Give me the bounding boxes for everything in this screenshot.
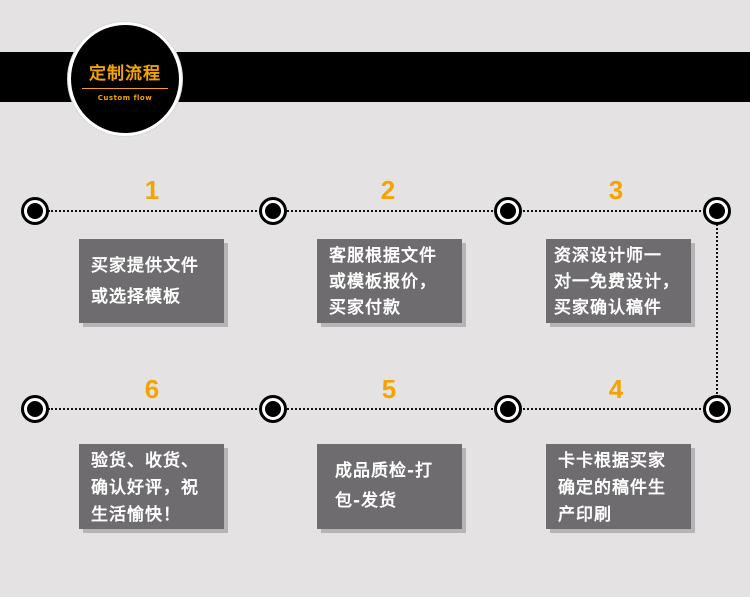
step-box-3: 资深设计师一 对一免费设计， 买家确认稿件 <box>546 239 691 323</box>
step-text-line: 包-发货 <box>335 491 398 511</box>
step-box-6: 验货、收货、 确认好评，祝 生活愉快！ <box>79 444 224 529</box>
step-node <box>703 197 731 225</box>
title-badge: 定制流程 Custom flow <box>68 22 182 136</box>
step-node <box>494 395 522 423</box>
step-text-line: 产印刷 <box>558 505 612 525</box>
step-text-line: 买家付款 <box>329 298 401 318</box>
step-text-line: 成品质检-打 <box>335 461 434 481</box>
step-number-4: 4 <box>608 374 624 404</box>
step-node <box>21 395 49 423</box>
step-number-5: 5 <box>381 374 397 404</box>
step-node <box>494 197 522 225</box>
step-text-line: 验货、收货、 <box>91 451 199 471</box>
step-text-line: 确认好评，祝 <box>91 478 199 498</box>
step-box-2: 客服根据文件 或模板报价， 买家付款 <box>317 239 462 323</box>
step-number-2: 2 <box>380 175 396 205</box>
step-number-3: 3 <box>608 175 624 205</box>
step-text-line: 生活愉快！ <box>91 505 181 525</box>
step-box-4: 卡卡根据买家 确定的稿件生 产印刷 <box>546 444 691 529</box>
step-text-line: 买家确认稿件 <box>554 298 662 318</box>
step-box-5: 成品质检-打 包-发货 <box>317 444 462 529</box>
step-box-1: 买家提供文件 或选择模板 <box>79 239 224 323</box>
step-text-line: 客服根据文件 <box>329 246 437 266</box>
step-node <box>259 197 287 225</box>
step-text-line: 或模板报价， <box>329 272 437 292</box>
connector-line <box>716 224 718 394</box>
step-text-line: 卡卡根据买家 <box>558 451 666 471</box>
page-title: 定制流程 <box>82 59 168 89</box>
connector-line <box>48 210 708 212</box>
step-number-6: 6 <box>144 374 160 404</box>
page-subtitle: Custom flow <box>97 93 153 102</box>
step-text-line: 确定的稿件生 <box>558 478 666 498</box>
step-text-line: 买家提供文件 <box>91 256 199 276</box>
step-node <box>21 197 49 225</box>
step-text-line: 或选择模板 <box>91 287 181 307</box>
step-text-line: 资深设计师一 <box>554 246 662 266</box>
step-node <box>259 395 287 423</box>
step-text-line: 对一免费设计， <box>554 272 680 292</box>
connector-line <box>48 408 708 410</box>
step-number-1: 1 <box>144 175 160 205</box>
step-node <box>703 395 731 423</box>
